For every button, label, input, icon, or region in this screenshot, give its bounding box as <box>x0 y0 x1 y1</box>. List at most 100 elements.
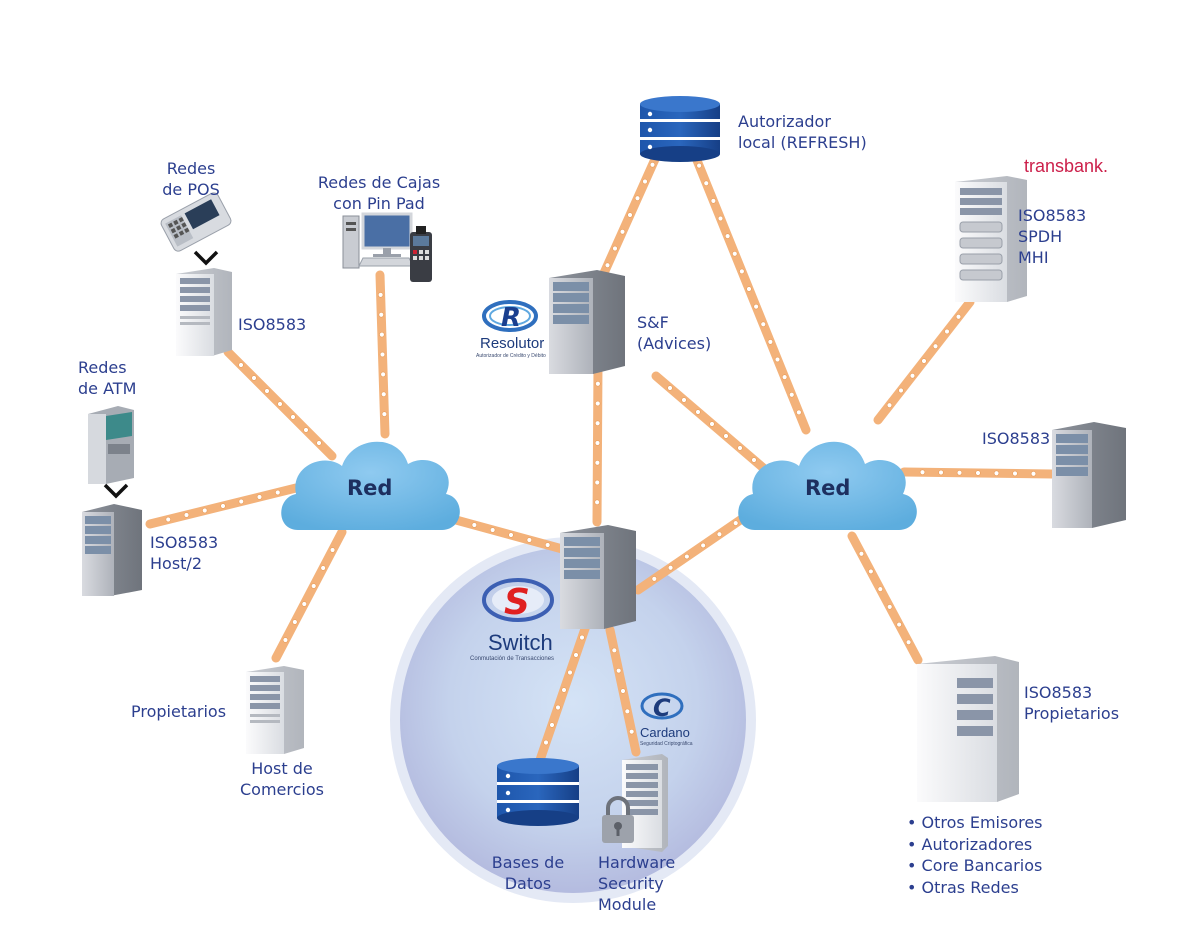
link-dot <box>796 409 802 416</box>
list-item: Autorizadores <box>907 834 1043 856</box>
cardano-logo: C <box>640 692 684 722</box>
link-dot <box>733 520 739 526</box>
link-dot <box>703 180 709 186</box>
sf-label: S&F(Advices) <box>637 313 712 353</box>
link-dot <box>1030 471 1037 477</box>
link-dot <box>993 470 1000 476</box>
link-dot <box>634 195 641 201</box>
resolutor-name: Resolutor <box>480 335 545 352</box>
link-dot <box>649 162 656 168</box>
cloud-right-label: Red <box>805 476 851 500</box>
link-dot <box>774 356 781 363</box>
link-dot <box>220 503 226 509</box>
link-dot <box>624 708 631 715</box>
link-dot <box>290 414 296 420</box>
link-dot <box>604 262 611 268</box>
cardano-name: Cardano <box>640 725 690 740</box>
link-dot <box>292 619 298 625</box>
link-dot <box>238 498 244 505</box>
link-dot <box>956 470 963 476</box>
link-dot <box>202 507 208 514</box>
link-dot <box>620 688 626 694</box>
link-dot <box>858 551 865 557</box>
server-icon <box>1052 422 1126 528</box>
link-dot <box>753 303 759 310</box>
cloud-left <box>281 441 460 530</box>
link-dot <box>579 634 585 641</box>
link-dot <box>594 460 601 466</box>
atm-icon <box>88 406 134 484</box>
link-dot <box>595 381 601 387</box>
issuers-list: Otros Emisores Autorizadores Core Bancar… <box>907 812 1043 898</box>
network-link <box>271 527 347 663</box>
link-dot <box>612 245 618 252</box>
link-dot <box>381 391 387 397</box>
link-dot <box>681 397 687 403</box>
link-dot <box>909 373 916 379</box>
server-icon <box>246 666 304 754</box>
link-dot <box>868 568 874 575</box>
link-dot <box>619 229 626 235</box>
link-dot <box>898 387 904 394</box>
switch-tagline: Conmutación de Transacciones <box>470 656 555 662</box>
link-dot <box>667 565 674 571</box>
list-item: Otras Redes <box>907 877 1043 899</box>
link-dot <box>767 339 774 345</box>
link-dot <box>751 457 757 463</box>
chevron-down-icon <box>103 483 129 499</box>
chevron-down-icon <box>193 250 219 266</box>
link-dot <box>642 178 648 185</box>
resolutor-logo: R <box>482 300 538 333</box>
resolutor-tagline: Autorizador de Crédito y Débito <box>476 353 546 359</box>
link-dot <box>684 553 690 560</box>
link-dot <box>716 531 723 537</box>
cardano-tagline: Seguridad Criptográfica <box>640 741 693 747</box>
link-dot <box>303 427 309 433</box>
link-dot <box>555 704 561 711</box>
link-dot <box>700 542 706 549</box>
link-dot <box>723 433 729 439</box>
transbank-logo: transbank. <box>1024 156 1109 176</box>
link-dot <box>651 576 657 582</box>
pos-terminal-icon <box>160 192 232 252</box>
link-dot <box>251 375 257 381</box>
link-dot <box>696 162 702 169</box>
server-icon <box>549 270 625 374</box>
link-dot <box>975 470 981 476</box>
link-dot <box>905 639 912 645</box>
link-dot <box>320 565 326 571</box>
link-dot <box>311 583 317 589</box>
network-link <box>847 531 923 665</box>
link-dot <box>526 537 533 543</box>
database-icon <box>640 96 720 162</box>
link-dot <box>944 328 950 335</box>
link-dot <box>238 362 244 368</box>
link-dot <box>955 314 962 320</box>
link-dot <box>594 479 600 486</box>
link-dot <box>611 647 618 654</box>
link-dot <box>724 233 731 239</box>
link-dot <box>329 547 336 553</box>
cloud-left-label: Red <box>347 476 393 500</box>
cloud-right <box>738 441 917 530</box>
pos-iso-label: ISO8583 <box>238 315 307 334</box>
link-dot <box>737 445 743 451</box>
link-dot <box>379 331 385 338</box>
link-dot <box>561 687 567 693</box>
link-dot <box>549 722 555 728</box>
network-link <box>633 507 757 595</box>
link-dot <box>277 401 283 407</box>
link-dot <box>264 388 270 394</box>
link-dot <box>746 286 752 292</box>
link-dot <box>282 637 289 643</box>
